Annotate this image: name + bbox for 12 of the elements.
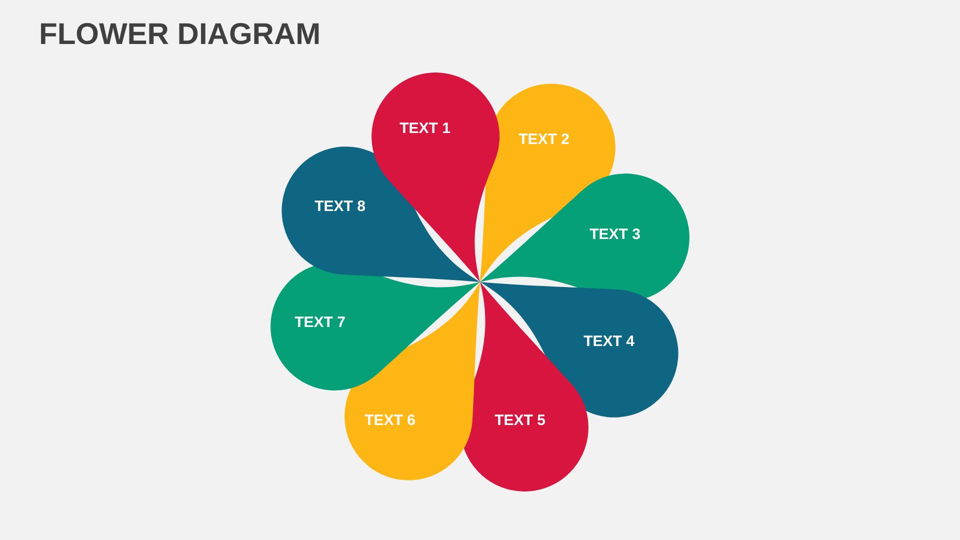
petal-label: TEXT 8: [314, 198, 366, 216]
petal-label: TEXT 5: [494, 412, 546, 430]
petal-label: TEXT 4: [584, 333, 634, 351]
title: FLOWER DIAGRAM: [39, 17, 321, 53]
petal-label: TEXT 2: [518, 131, 570, 149]
flower-petal: [344, 282, 480, 481]
petal-label: TEXT 6: [364, 412, 416, 430]
petal-label: TEXT 3: [590, 226, 640, 244]
petal-label: TEXT 7: [294, 314, 346, 332]
petal-label: TEXT 1: [400, 120, 450, 138]
flower-petal: [281, 146, 480, 282]
flower-petal: [371, 72, 500, 282]
